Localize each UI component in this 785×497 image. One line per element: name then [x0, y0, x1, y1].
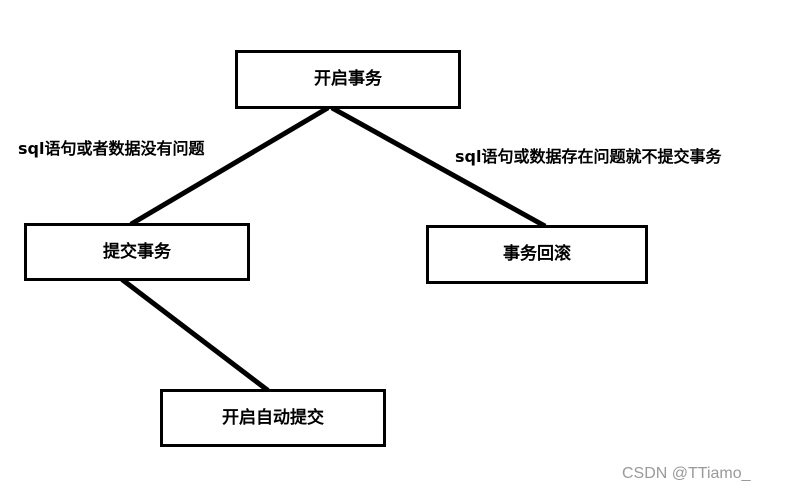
commit-transaction-label: 提交事务: [103, 241, 171, 262]
enable-autocommit-label: 开启自动提交: [222, 407, 324, 428]
edge-start-to-commit: [129, 105, 330, 227]
commit-transaction-box: 提交事务: [24, 223, 250, 281]
start-transaction-label: 开启事务: [314, 69, 382, 89]
enable-autocommit-box: 开启自动提交: [160, 389, 386, 447]
problem-edge-label: sql语句或数据存在问题就不提交事务: [455, 147, 722, 166]
no-problem-edge-label: sql语句或者数据没有问题: [18, 139, 205, 158]
rollback-transaction-label: 事务回滚: [503, 244, 571, 264]
edge-commit-to-autocommit: [120, 277, 270, 393]
csdn-watermark: CSDN @TTiamo_: [622, 465, 751, 482]
rollback-transaction-box: 事务回滚: [426, 225, 648, 284]
edge-start-to-rollback: [330, 105, 547, 229]
start-transaction-box: 开启事务: [235, 50, 461, 109]
